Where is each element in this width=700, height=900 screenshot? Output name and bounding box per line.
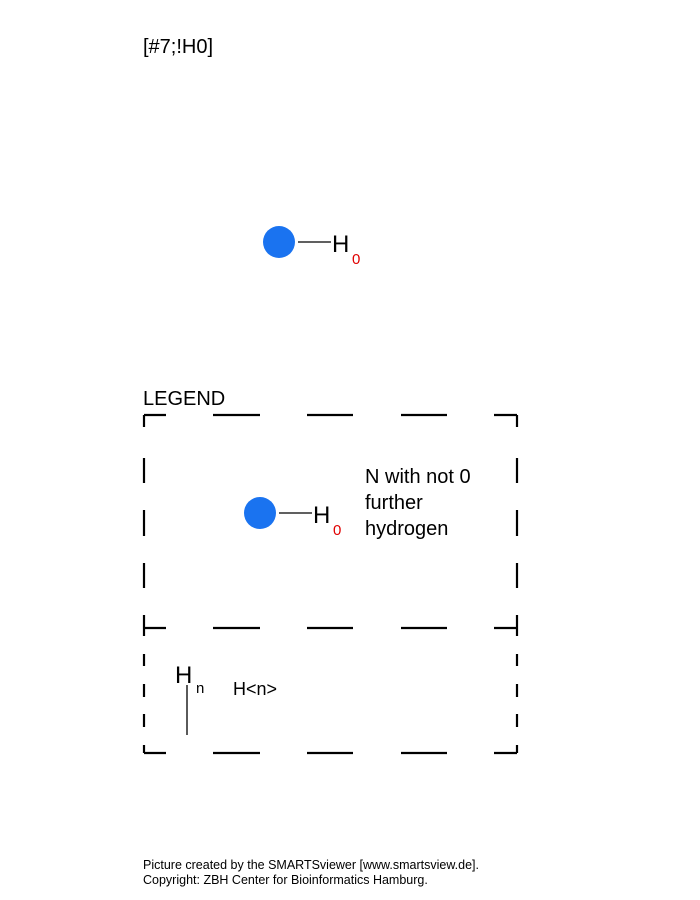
legend-title: LEGEND xyxy=(143,388,226,410)
main-molecule: H 0 xyxy=(263,226,360,268)
legend-box xyxy=(142,413,519,755)
smarts-pattern: [#7;!H0] xyxy=(143,36,214,58)
footer-copyright: Copyright: ZBH Center for Bioinformatics… xyxy=(143,873,428,887)
legend-description-line: N with not 0 xyxy=(365,466,471,488)
footer: Picture created by the SMARTSviewer [www… xyxy=(143,858,479,888)
hydrogen-count: 0 xyxy=(333,522,341,539)
hydrogen-label: H xyxy=(332,231,349,258)
hydrogen-subscript: n xyxy=(196,680,204,697)
legend-entry-hydrogen: H n xyxy=(175,662,204,735)
footer-credit: Picture created by the SMARTSviewer [www… xyxy=(143,858,479,872)
legend-description-line: hydrogen xyxy=(365,518,449,540)
hydrogen-count: 0 xyxy=(352,251,360,268)
nitrogen-atom-icon xyxy=(263,226,295,258)
legend-description: N with not 0 further hydrogen xyxy=(365,464,471,542)
nitrogen-atom-icon xyxy=(244,497,276,529)
legend-description-line: further xyxy=(365,492,423,514)
hydrogen-label: H xyxy=(175,662,192,689)
legend-hydrogen-description: H<n> xyxy=(233,679,278,699)
hydrogen-label: H xyxy=(313,502,330,529)
legend-entry-atom: H 0 xyxy=(244,497,341,539)
